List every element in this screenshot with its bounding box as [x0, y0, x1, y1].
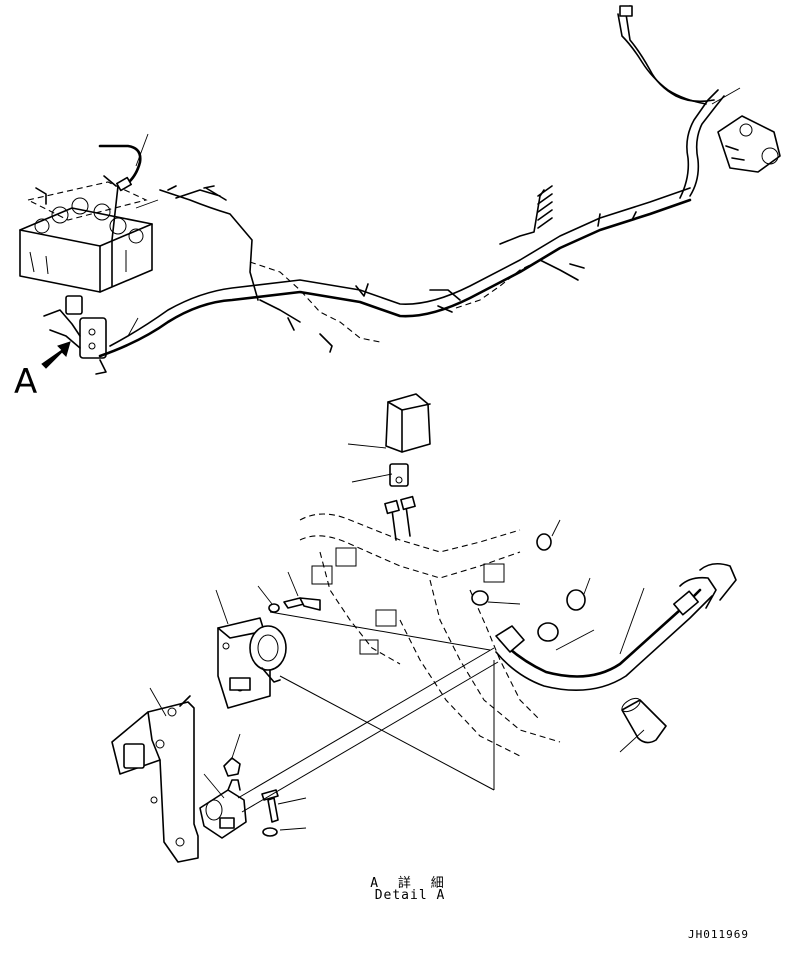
washer-bolt-bottom	[261, 789, 279, 837]
terminal-cap	[223, 757, 241, 777]
view-label: A	[14, 362, 38, 402]
washer-bolt-top	[268, 597, 321, 613]
harness-detail	[299, 495, 561, 757]
terminal-boot	[621, 697, 667, 744]
small-relay	[199, 779, 247, 839]
detail-caption-ja: A 詳 細	[370, 876, 450, 891]
drawing-id: JH011969	[688, 928, 749, 941]
cable-bundle	[495, 562, 737, 691]
view-arrow-icon	[41, 341, 71, 369]
relay-cover	[385, 393, 431, 487]
battery-relay	[217, 617, 287, 709]
branch-harness-top	[159, 189, 259, 301]
mounting-bracket	[111, 695, 199, 863]
main-harness-top	[98, 5, 725, 358]
grommets	[471, 533, 586, 642]
battery-relay-cluster	[43, 295, 107, 375]
starter-motor	[717, 115, 781, 173]
battery-box	[19, 175, 153, 293]
detail-caption-en: Detail A	[374, 888, 446, 903]
battery-cable	[98, 144, 142, 188]
